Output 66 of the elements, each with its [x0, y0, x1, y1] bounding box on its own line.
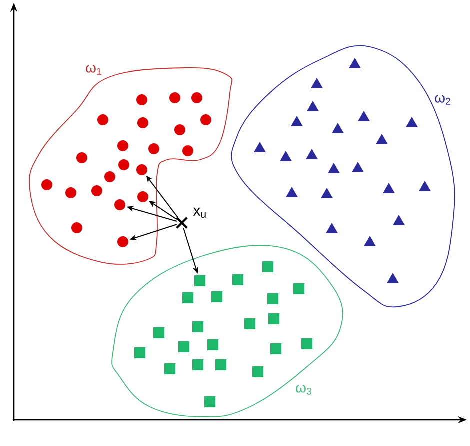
data-point	[98, 114, 108, 126]
data-point	[358, 111, 370, 122]
data-point	[306, 149, 318, 160]
data-point	[290, 116, 304, 126]
data-point	[232, 274, 244, 286]
data-point	[254, 142, 266, 152]
data-point	[310, 78, 324, 88]
data-point	[252, 366, 264, 378]
data-point	[364, 236, 376, 246]
data-point	[328, 163, 340, 174]
data-point	[138, 192, 148, 202]
data-point	[268, 314, 280, 324]
data-point	[92, 186, 102, 196]
data-point	[280, 151, 292, 162]
data-point	[136, 164, 148, 176]
data-point	[134, 348, 146, 358]
data-point	[418, 181, 432, 192]
data-point	[104, 172, 116, 182]
query-point: x$_{u}$	[176, 208, 206, 230]
data-point	[148, 144, 160, 154]
data-point	[406, 117, 418, 128]
data-point	[164, 364, 176, 374]
data-point	[348, 58, 362, 68]
data-point	[138, 118, 148, 128]
data-point	[170, 92, 180, 104]
data-point	[154, 328, 164, 338]
data-point	[376, 134, 388, 144]
data-point	[42, 180, 52, 190]
data-point	[306, 101, 320, 112]
data-point	[294, 284, 304, 294]
data-point	[136, 94, 148, 106]
data-point	[178, 342, 190, 352]
data-point	[72, 222, 82, 234]
data-point	[386, 273, 400, 284]
data-point	[66, 188, 76, 198]
cluster-region: ω$_{3}$	[112, 245, 344, 418]
data-point	[194, 276, 206, 286]
data-point	[118, 236, 128, 248]
data-point	[114, 200, 126, 210]
data-point	[192, 360, 204, 370]
data-point	[216, 360, 226, 370]
data-point	[262, 262, 274, 272]
data-point	[174, 124, 186, 136]
data-point	[286, 187, 298, 198]
data-point	[302, 338, 312, 350]
data-point	[118, 160, 130, 170]
data-point	[382, 183, 396, 194]
data-point	[332, 123, 344, 134]
data-point	[270, 344, 282, 354]
data-point	[244, 318, 256, 330]
data-point	[192, 92, 202, 104]
data-point	[352, 162, 364, 172]
data-point	[76, 152, 88, 164]
data-point	[182, 146, 194, 156]
data-point	[268, 294, 278, 304]
data-point	[208, 340, 218, 350]
data-point	[320, 188, 334, 198]
data-point	[212, 292, 222, 302]
data-point	[182, 292, 194, 304]
data-point	[326, 223, 338, 234]
data-point	[118, 140, 128, 152]
cluster-region: ω$_{2}$	[231, 45, 456, 308]
data-point	[200, 114, 212, 126]
data-point	[204, 396, 216, 408]
data-point	[192, 322, 204, 332]
data-point	[392, 215, 406, 226]
